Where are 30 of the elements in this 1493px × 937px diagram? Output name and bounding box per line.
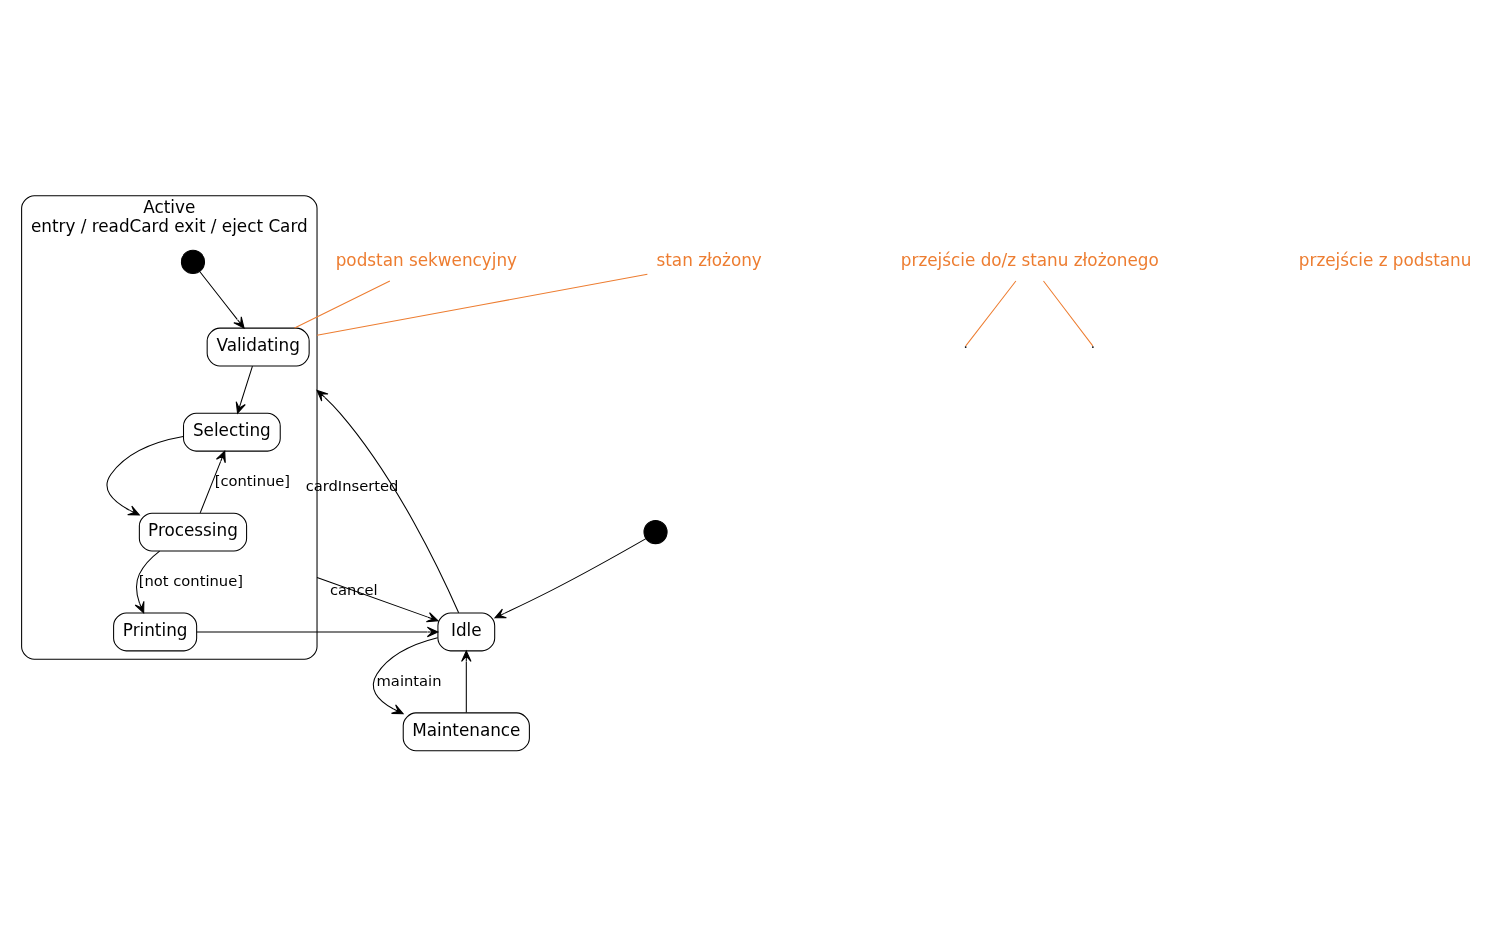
label: przejście z podstanu xyxy=(1298,249,1471,270)
arrow xyxy=(235,365,253,414)
arrow xyxy=(198,270,245,329)
connector xyxy=(316,273,648,336)
connector xyxy=(964,279,1016,346)
arrow xyxy=(372,636,438,714)
node-circle xyxy=(180,249,205,274)
connector xyxy=(1042,279,1093,346)
node-text: stan złożony xyxy=(656,249,762,270)
arrow xyxy=(134,550,160,613)
connector xyxy=(293,279,390,329)
arrow xyxy=(316,389,459,613)
node-box: Processing xyxy=(138,512,247,552)
arrow xyxy=(493,537,646,618)
arrow xyxy=(460,649,472,713)
node-box: Printing xyxy=(112,612,197,651)
node-box: Maintenance xyxy=(402,711,530,751)
node-circle xyxy=(642,519,668,544)
node-text: przejście do/z stanu złożonego xyxy=(900,249,1159,270)
arrow xyxy=(199,450,226,513)
arrow xyxy=(105,435,184,515)
arrow xyxy=(195,626,438,637)
node-text: podstan sekwencyjny xyxy=(335,249,517,270)
node-box: Selecting xyxy=(182,412,281,452)
arrow xyxy=(316,576,438,622)
edge-label: maintain xyxy=(376,671,441,689)
node-box: Idle xyxy=(436,612,495,651)
edge-label: [continue] xyxy=(214,471,290,489)
edge-label: [not continue] xyxy=(138,571,243,589)
node-box: Validating xyxy=(206,327,310,366)
